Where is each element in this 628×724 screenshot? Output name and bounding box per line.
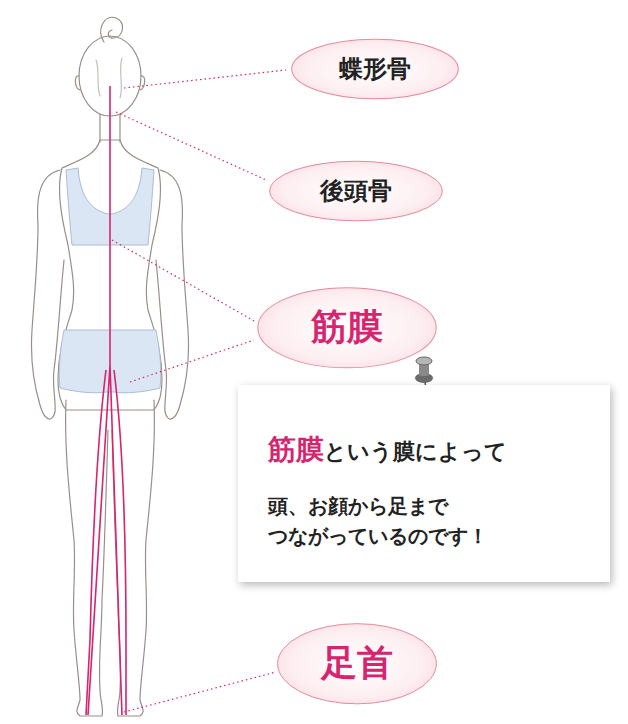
oval-label: 筋膜 <box>311 303 383 352</box>
oval-label: 足首 <box>321 639 393 688</box>
note-body: 頭、お顔から足まで つながっているのです！ <box>268 491 528 551</box>
note-heading: 筋膜という膜によって <box>268 431 586 469</box>
oval-label: 蝶形骨 <box>339 53 411 85</box>
note-heading-text: という膜によって <box>324 439 507 464</box>
oval-label: 後頭骨 <box>320 175 392 207</box>
note-card: 筋膜という膜によって頭、お顔から足まで つながっているのです！ <box>238 385 610 582</box>
label-oval: 筋膜 <box>256 286 438 370</box>
label-oval: 蝶形骨 <box>290 38 460 100</box>
label-oval: 後頭骨 <box>268 160 444 222</box>
label-oval: 足首 <box>276 622 438 706</box>
note-keyword: 筋膜 <box>268 433 324 466</box>
